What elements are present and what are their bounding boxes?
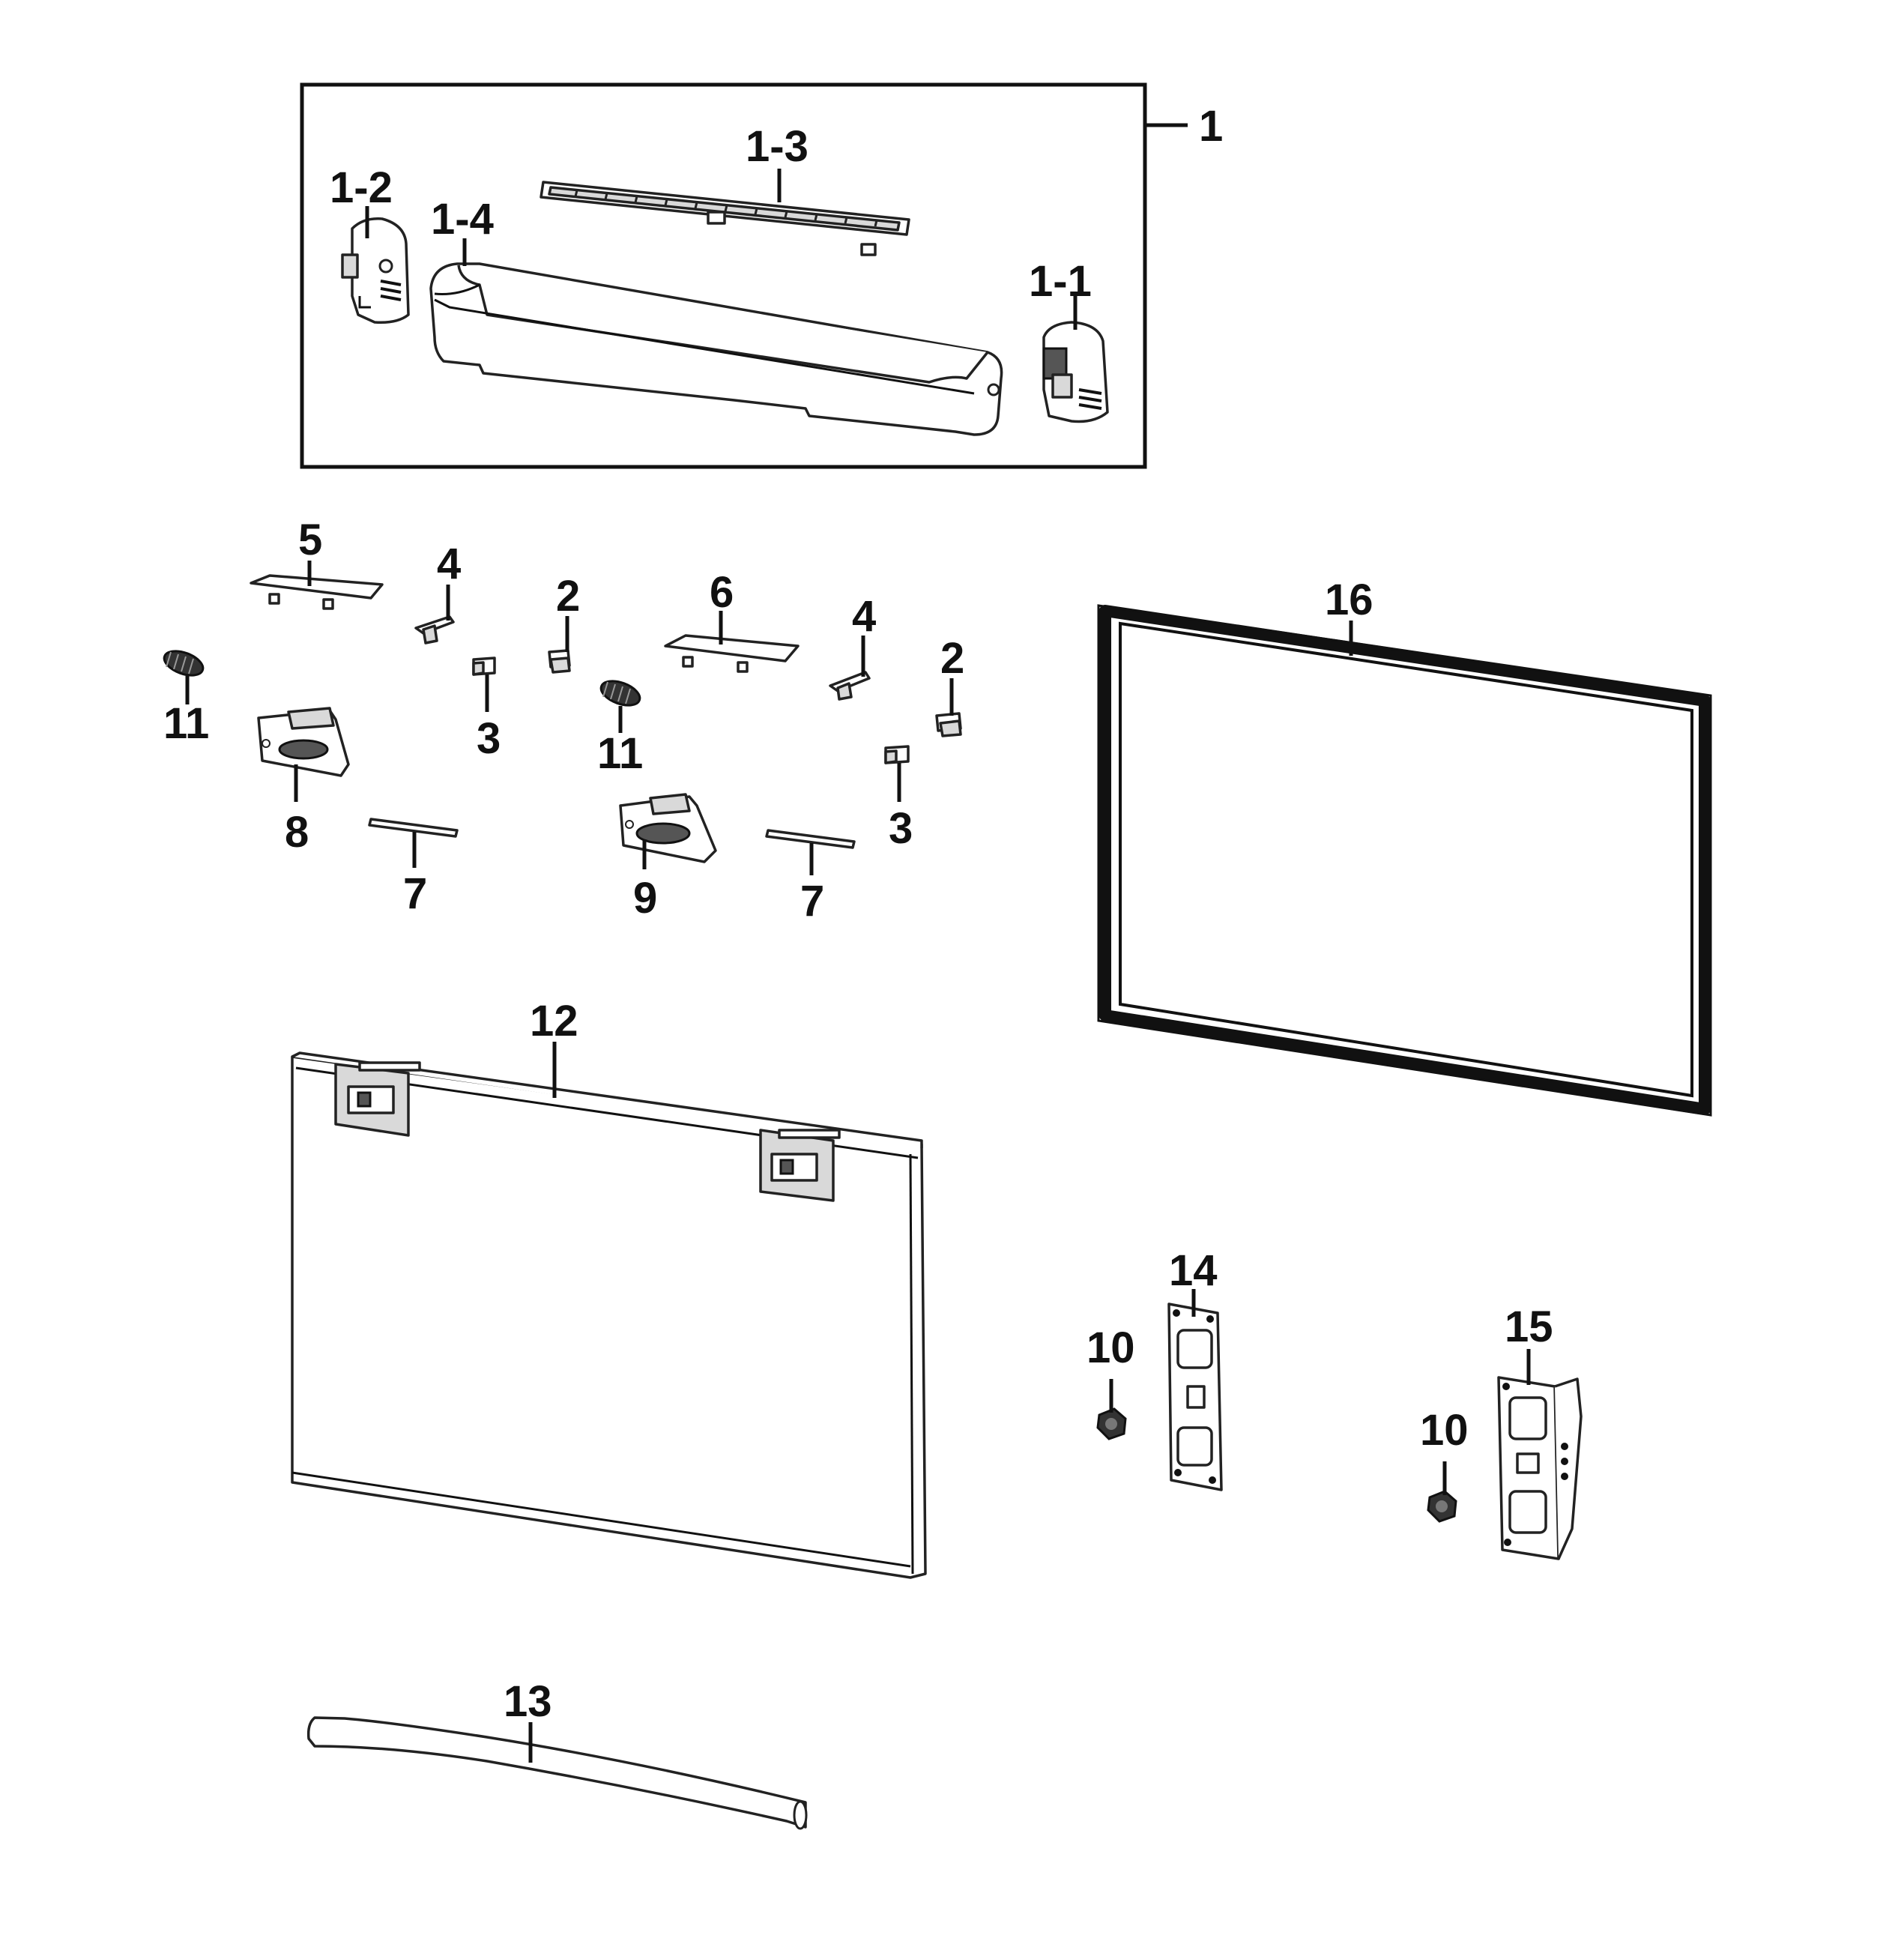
label-10-right: 10	[1420, 1406, 1469, 1455]
label-1-3: 1-3	[746, 122, 809, 171]
part-4-clip	[414, 615, 455, 645]
part-11-roller	[163, 650, 205, 677]
label-2-right: 2	[940, 634, 964, 683]
label-11-left: 11	[163, 699, 209, 748]
label-10-left: 10	[1087, 1323, 1135, 1372]
part-2-stopper	[548, 649, 571, 674]
part-8-hinge	[257, 707, 350, 777]
part-6-cover	[664, 634, 800, 673]
part-1-4-shelf-bin	[429, 262, 1003, 436]
label-16: 16	[1325, 576, 1373, 624]
label-4-right: 4	[852, 592, 876, 641]
label-6: 6	[710, 568, 734, 617]
assembly-1-frame	[300, 82, 1147, 469]
part-12-door	[291, 1051, 927, 1579]
label-12: 12	[530, 997, 578, 1045]
part-14-plate	[1167, 1303, 1223, 1491]
part-5-cover	[250, 574, 384, 610]
label-8: 8	[285, 808, 309, 857]
part-13-handle	[306, 1716, 808, 1830]
label-3-right: 3	[889, 804, 913, 853]
label-11-right: 11	[597, 729, 643, 778]
label-1: 1	[1199, 102, 1223, 151]
part-2-stopper-right	[935, 712, 962, 737]
part-9-hinge	[619, 793, 717, 863]
part-11-roller-right	[599, 680, 641, 707]
label-2-left: 2	[556, 572, 580, 621]
label-15: 15	[1505, 1303, 1553, 1351]
part-3-stopper-right	[884, 745, 910, 764]
label-1-2: 1-2	[330, 163, 393, 212]
part-7-pin	[368, 818, 459, 838]
part-10-nut	[1096, 1407, 1127, 1440]
part-1-3-grille	[540, 181, 910, 256]
part-1-1-bracket	[1042, 321, 1109, 423]
part-4-clip-right	[829, 671, 871, 701]
label-1-4: 1-4	[431, 195, 494, 244]
part-16-gasket	[1097, 604, 1712, 1117]
label-13: 13	[504, 1677, 552, 1726]
part-1-2-bracket	[341, 217, 410, 325]
label-1-1: 1-1	[1029, 257, 1092, 306]
part-10-nut-right	[1427, 1490, 1457, 1523]
label-5: 5	[298, 516, 322, 564]
label-3-left: 3	[477, 714, 501, 763]
part-3-stopper	[472, 656, 496, 676]
part-15-bracket	[1497, 1376, 1583, 1560]
label-14: 14	[1169, 1246, 1218, 1295]
label-7-right: 7	[800, 877, 824, 926]
assembly-1-group: 1 1-3	[300, 82, 1223, 469]
label-7-left: 7	[403, 869, 427, 918]
label-9: 9	[633, 874, 657, 923]
label-4-left: 4	[437, 540, 461, 588]
part-7-pin-right	[765, 829, 856, 849]
